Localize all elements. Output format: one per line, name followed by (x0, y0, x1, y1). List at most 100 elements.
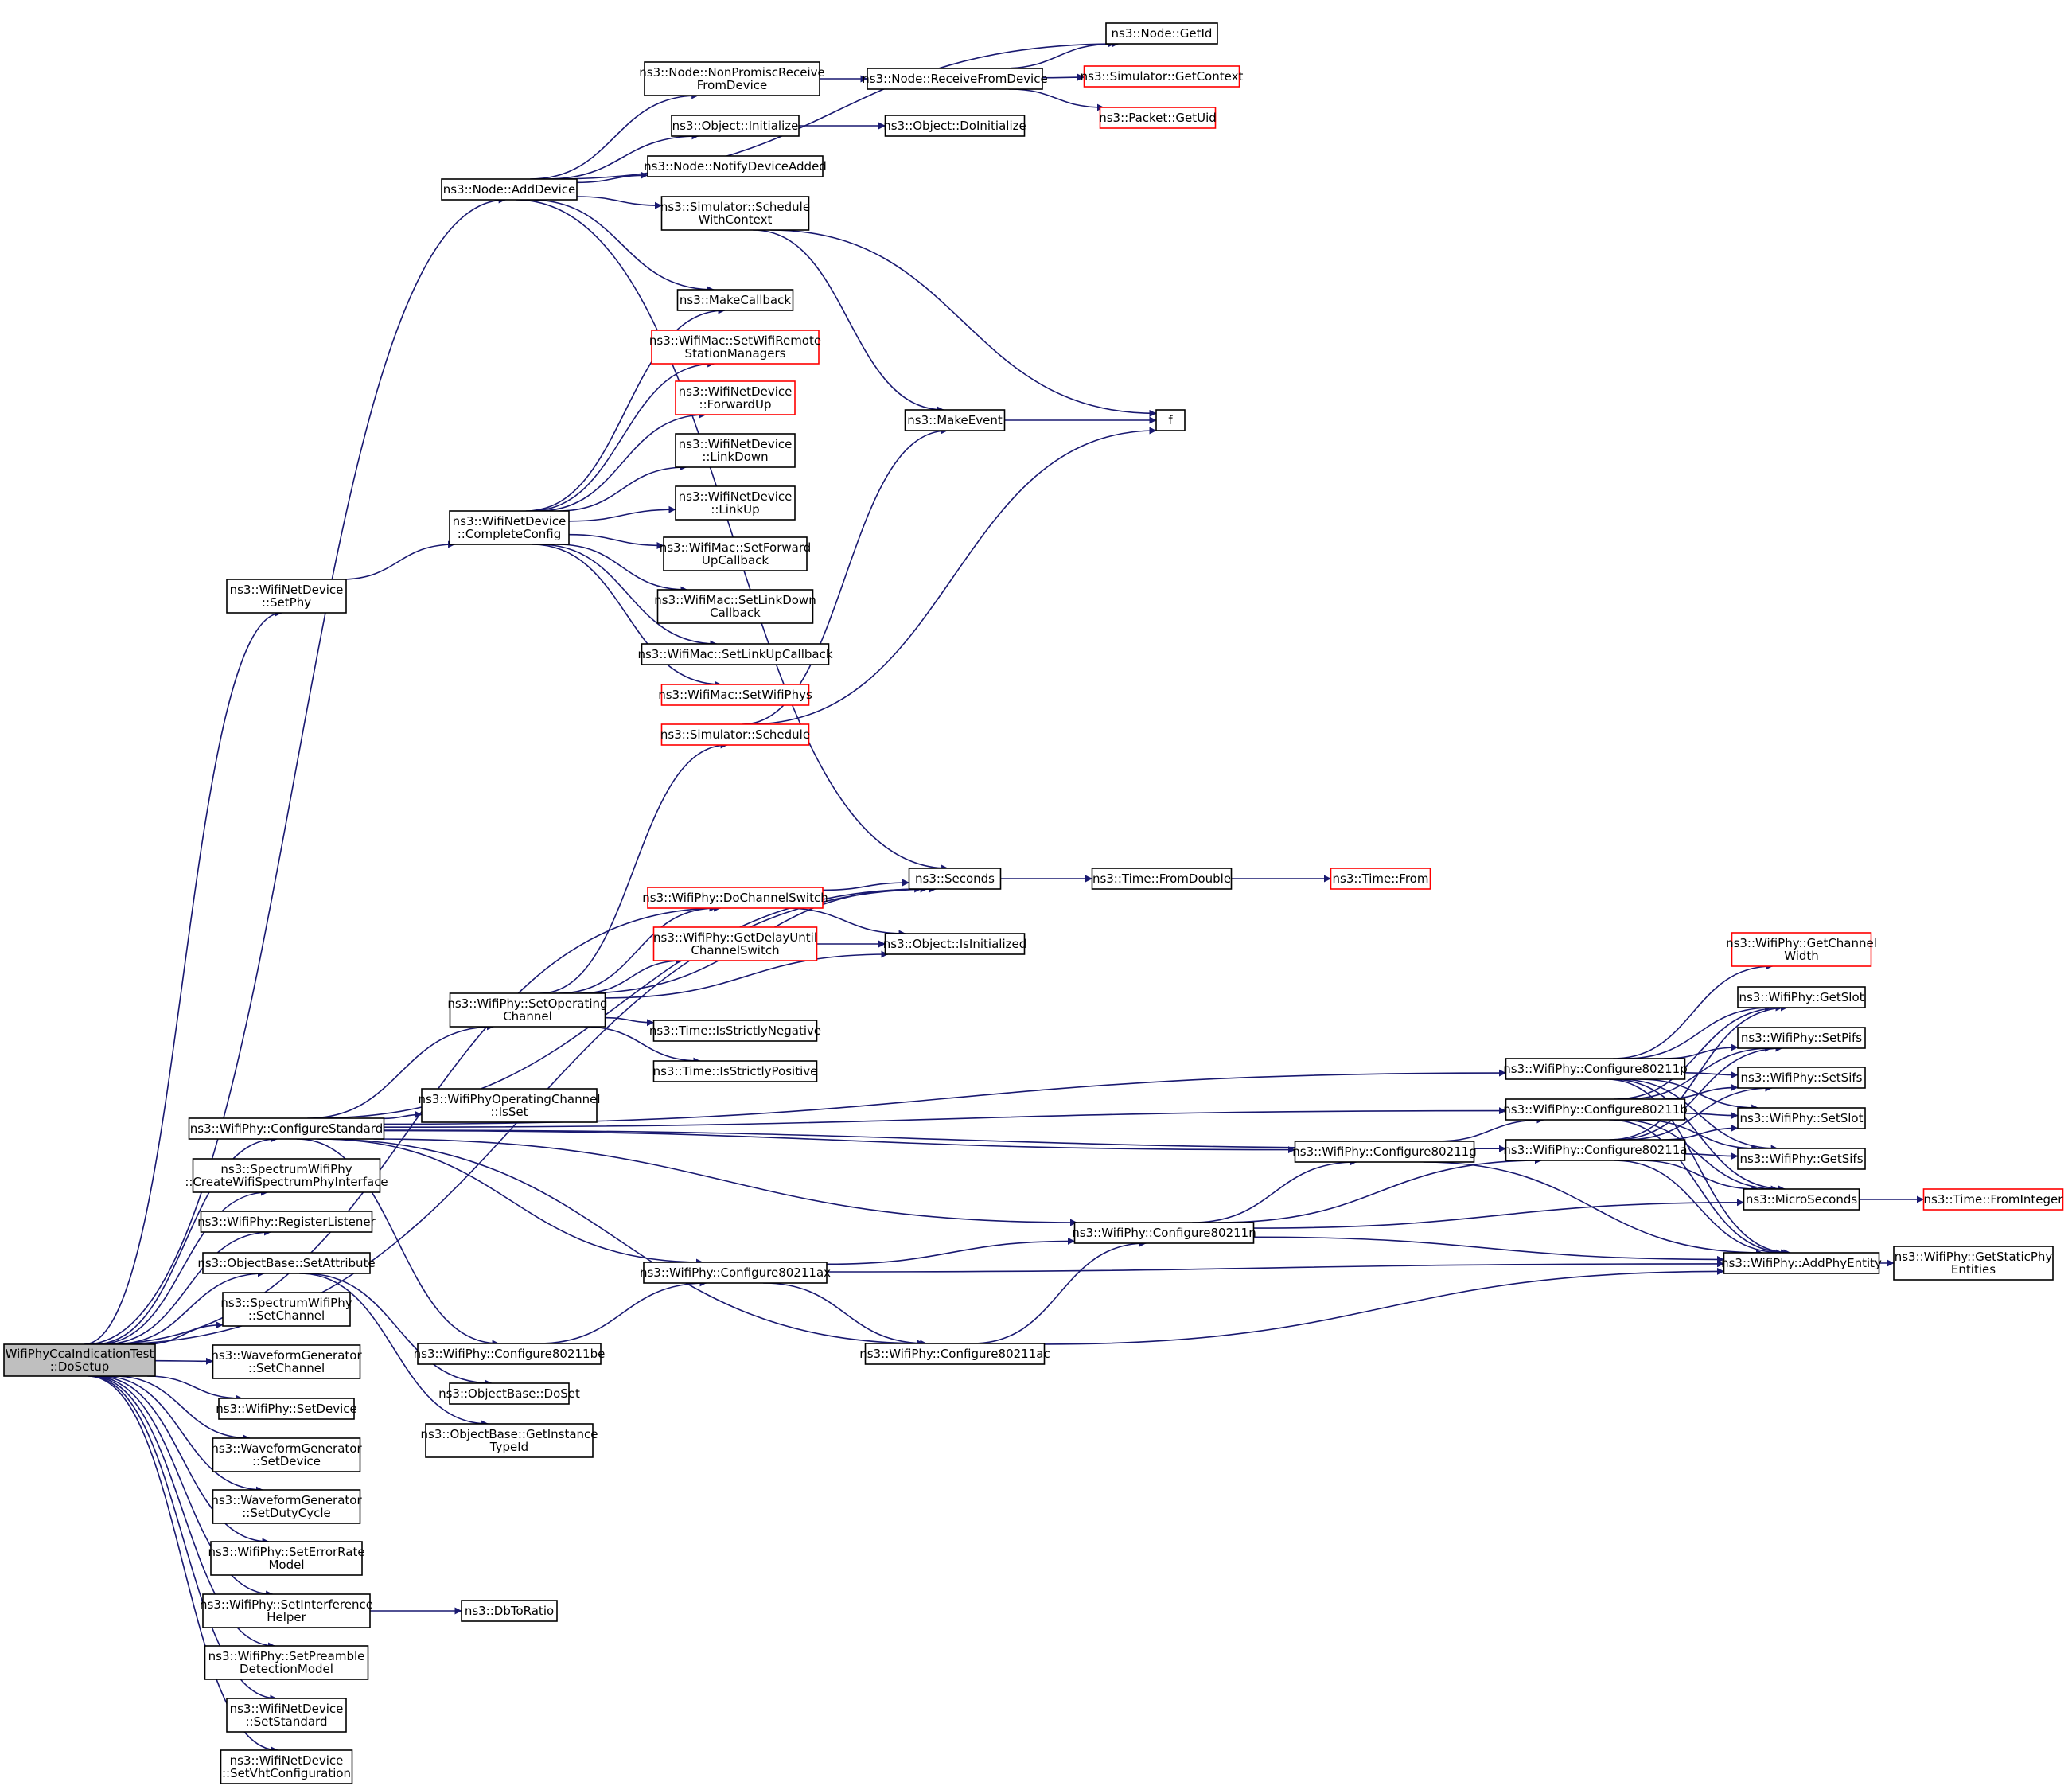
edge-phy_c80211b-to-phy_getslot (1614, 1004, 1783, 1100)
node-node_getid[interactable]: ns3::Node::GetId (1105, 22, 1218, 45)
node-phy_setslot[interactable]: ns3::WifiPhy::SetSlot (1737, 1107, 1866, 1129)
node-label-objbase_getinstancetypeid-1: TypeId (489, 1440, 528, 1454)
node-wg_setdevice[interactable]: ns3::WaveformGenerator::SetDevice (211, 1437, 362, 1472)
node-label-nd_setvht-1: ::SetVhtConfiguration (222, 1766, 351, 1780)
node-time_fromdouble[interactable]: ns3::Time::FromDouble (1091, 868, 1233, 890)
node-box-objbase_setattribute (202, 1252, 371, 1274)
edge-phy_c80211n-to-phy_c80211g (1192, 1158, 1357, 1223)
node-f[interactable]: f (1155, 409, 1186, 431)
node-label-node_adddevice-0: ns3::Node::AddDevice (443, 182, 576, 197)
node-packet_getuid[interactable]: ns3::Packet::GetUid (1099, 107, 1217, 129)
node-phy_setsifs[interactable]: ns3::WifiPhy::SetSifs (1737, 1067, 1866, 1089)
node-phy_getslot[interactable]: ns3::WifiPhy::GetSlot (1737, 986, 1866, 1008)
node-box-wg_setdutycycle (212, 1489, 361, 1524)
node-nd_setphy[interactable]: ns3::WifiNetDevice::SetPhy (226, 579, 347, 614)
node-label-time_from-0: ns3::Time::From (1333, 872, 1429, 886)
node-box-phy_seterrorrate (210, 1541, 363, 1576)
edge-nd_completeconfig-to-mac_setlinkdown (557, 544, 688, 594)
node-label-dbtoratio-0: ns3::DbToRatio (465, 1604, 554, 1618)
node-node_notifydeviceadded[interactable]: ns3::Node::NotifyDeviceAdded (644, 155, 827, 177)
node-box-opch_isset (421, 1088, 598, 1123)
node-label-mac_setlinkdown-0: ns3::WifiMac::SetLinkDown (654, 593, 816, 607)
node-wg_setdutycycle[interactable]: ns3::WaveformGenerator::SetDutyCycle (211, 1489, 362, 1524)
node-sim_getcontext[interactable]: ns3::Simulator::GetContext (1081, 65, 1244, 88)
node-mac_setwifiphys[interactable]: ns3::WifiMac::SetWifiPhys (658, 684, 812, 706)
edge-nd_completeconfig-to-makecallback (525, 306, 726, 512)
node-label-phy_getstaticphyentities-1: Entities (1951, 1262, 1996, 1277)
node-nd_forwardup[interactable]: ns3::WifiNetDevice::ForwardUp (675, 380, 796, 415)
node-phy_dochannelswitch[interactable]: ns3::WifiPhy::DoChannelSwitch (642, 887, 828, 909)
node-phy_setdevice[interactable]: ns3::WifiPhy::SetDevice (216, 1398, 357, 1420)
node-spectrum_setchannel[interactable]: ns3::SpectrumWifiPhy::SetChannel (220, 1292, 352, 1327)
node-objbase_setattribute[interactable]: ns3::ObjectBase::SetAttribute (197, 1252, 376, 1274)
node-wg_setchannel[interactable]: ns3::WaveformGenerator::SetChannel (211, 1344, 362, 1379)
node-box-wg_setdevice (212, 1437, 361, 1472)
node-nd_linkdown[interactable]: ns3::WifiNetDevice::LinkDown (675, 433, 796, 468)
node-node_adddevice[interactable]: ns3::Node::AddDevice (441, 178, 578, 201)
node-object_isinitialized[interactable]: ns3::Object::IsInitialized (883, 933, 1026, 955)
node-object_initialize[interactable]: ns3::Object::Initialize (671, 115, 800, 137)
node-seconds[interactable]: ns3::Seconds (908, 868, 1002, 890)
node-spectrum_createinterface[interactable]: ns3::SpectrumWifiPhy::CreateWifiSpectrum… (185, 1158, 388, 1193)
node-makeevent[interactable]: ns3::MakeEvent (904, 409, 1006, 431)
node-root[interactable]: WifiPhyCcaIndicationTest::DoSetup (3, 1343, 156, 1377)
edge-root-to-nd_setphy (84, 609, 282, 1345)
node-phy_registerlistener[interactable]: ns3::WifiPhy::RegisterListener (197, 1211, 376, 1233)
node-sim_schedule[interactable]: ns3::Simulator::Schedule (660, 723, 810, 746)
node-label-wg_setdutycycle-1: ::SetDutyCycle (242, 1506, 331, 1520)
node-phy_addphyentity[interactable]: ns3::WifiPhy::AddPhyEntity (1721, 1252, 1882, 1274)
node-phy_configurestandard[interactable]: ns3::WifiPhy::ConfigureStandard (188, 1117, 385, 1140)
node-phy_c80211g[interactable]: ns3::WifiPhy::Configure80211g (1292, 1141, 1477, 1163)
node-nd_completeconfig[interactable]: ns3::WifiNetDevice::CompleteConfig (449, 510, 570, 545)
node-phy_c80211ax[interactable]: ns3::WifiPhy::Configure80211ax (640, 1262, 831, 1284)
node-phy_c80211be[interactable]: ns3::WifiPhy::Configure80211be (414, 1343, 606, 1365)
node-phy_setpifs[interactable]: ns3::WifiPhy::SetPifs (1737, 1027, 1866, 1049)
node-mac_setlinkup[interactable]: ns3::WifiMac::SetLinkUpCallback (637, 643, 833, 665)
node-phy_c80211ac[interactable]: ns3::WifiPhy::Configure80211ac (859, 1343, 1050, 1365)
node-time_from[interactable]: ns3::Time::From (1330, 868, 1431, 890)
node-time_isstrictlypositive[interactable]: ns3::Time::IsStrictlyPositive (653, 1060, 818, 1082)
node-node_receivefromdevice[interactable]: ns3::Node::ReceiveFromDevice (862, 68, 1048, 90)
node-label-phy_c80211a-0: ns3::WifiPhy::Configure80211a (1503, 1143, 1687, 1157)
node-objbase_doset[interactable]: ns3::ObjectBase::DoSet (438, 1382, 580, 1405)
node-box-time_isstrictlynegative (652, 1020, 818, 1042)
node-label-wg_setdevice-0: ns3::WaveformGenerator (211, 1441, 362, 1456)
node-object_doinitialize[interactable]: ns3::Object::DoInitialize (883, 115, 1026, 137)
node-time_frominteger[interactable]: ns3::Time::FromInteger (1922, 1188, 2064, 1211)
node-box-microseconds (1743, 1188, 1860, 1211)
node-phy_c80211a[interactable]: ns3::WifiPhy::Configure80211a (1503, 1139, 1688, 1161)
node-label-phy_configurestandard-0: ns3::WifiPhy::ConfigureStandard (190, 1121, 383, 1136)
node-microseconds[interactable]: ns3::MicroSeconds (1743, 1188, 1860, 1211)
nodes-layer: WifiPhyCcaIndicationTest::DoSetup ns3::No… (3, 22, 2064, 1784)
node-opch_isset[interactable]: ns3::WifiPhyOperatingChannel::IsSet (418, 1088, 601, 1123)
node-makecallback[interactable]: ns3::MakeCallback (676, 289, 794, 311)
edge-phy_c80211b-to-phy_addphyentity (1609, 1119, 1789, 1257)
node-box-root (3, 1343, 156, 1377)
node-nd_setstandard[interactable]: ns3::WifiNetDevice::SetStandard (226, 1698, 347, 1733)
node-label-phy_c80211g-0: ns3::WifiPhy::Configure80211g (1292, 1145, 1476, 1159)
node-dbtoratio[interactable]: ns3::DbToRatio (461, 1600, 558, 1622)
node-phy_getsifs[interactable]: ns3::WifiPhy::GetSifs (1737, 1148, 1866, 1170)
node-time_isstrictlynegative[interactable]: ns3::Time::IsStrictlyNegative (649, 1020, 821, 1042)
edge-phy_configurestandard-to-seconds (314, 885, 928, 1119)
edge-phy_dochannelswitch-to-object_isinitialized (784, 907, 906, 938)
node-phy_c80211n[interactable]: ns3::WifiPhy::Configure80211n (1072, 1222, 1256, 1244)
node-phy_c80211p[interactable]: ns3::WifiPhy::Configure80211p (1503, 1058, 1688, 1080)
node-nd_linkup[interactable]: ns3::WifiNetDevice::LinkUp (675, 485, 796, 521)
node-label-phy_setslot-0: ns3::WifiPhy::SetSlot (1740, 1111, 1864, 1125)
node-mac_setwifiremote[interactable]: ns3::WifiMac::SetWifiRemoteStationManage… (649, 330, 821, 365)
node-nd_setvht[interactable]: ns3::WifiNetDevice::SetVhtConfiguration (220, 1749, 353, 1784)
node-phy_c80211b[interactable]: ns3::WifiPhy::Configure80211b (1503, 1098, 1688, 1121)
